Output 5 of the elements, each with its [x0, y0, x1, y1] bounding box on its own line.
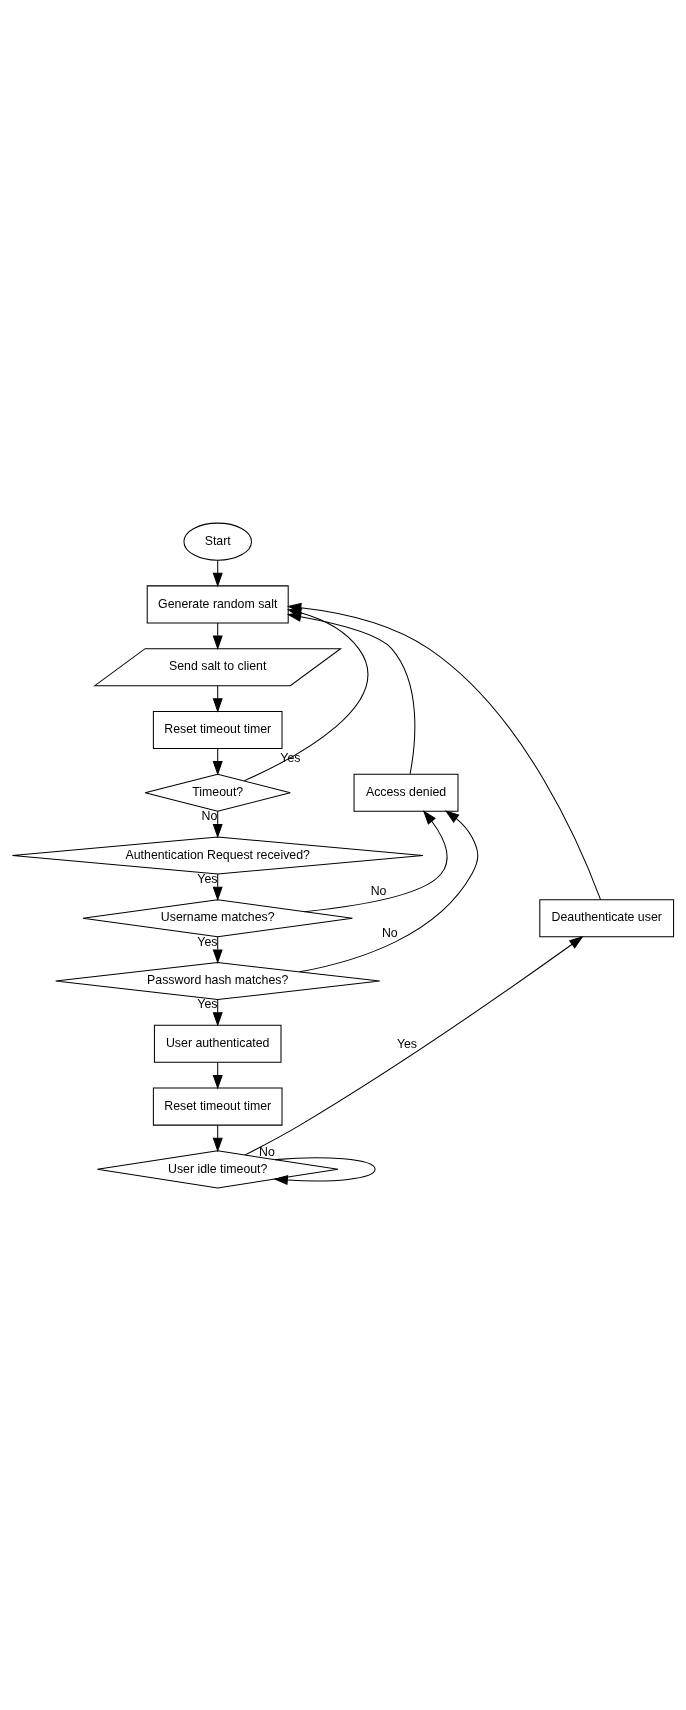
edge-label: No	[381, 925, 398, 940]
edge-label: Yes	[396, 1036, 418, 1051]
edge-label: Yes	[197, 934, 218, 949]
edge-label: No	[259, 1144, 275, 1159]
edge-label: No	[370, 883, 387, 898]
